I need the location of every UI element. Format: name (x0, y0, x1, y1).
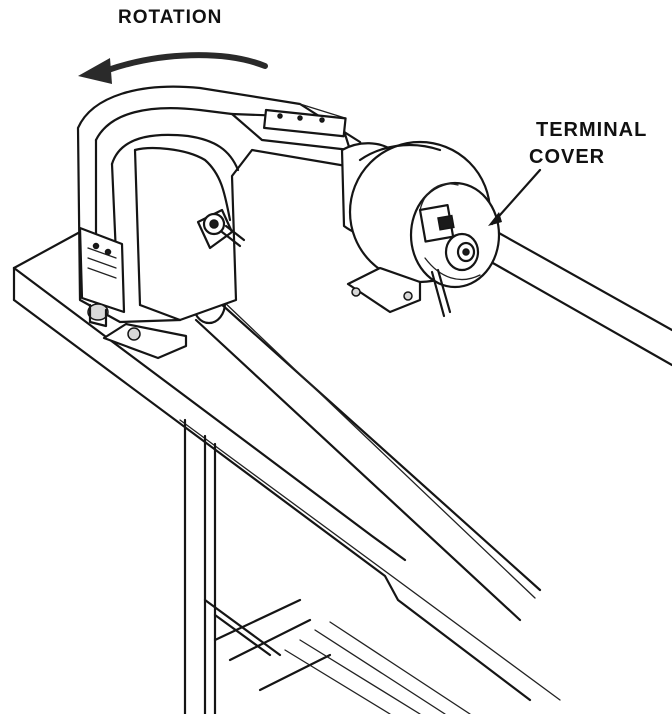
belt-guard-housing (76, 85, 372, 324)
control-panel (78, 226, 126, 328)
spindle-knob (196, 208, 246, 250)
motor-mount (346, 266, 422, 314)
table-stand (183, 418, 471, 714)
table-top (12, 226, 672, 702)
terminal-cover-label-line2: COVER (529, 146, 606, 168)
terminal-cover-label-line1: TERMINAL (536, 119, 648, 141)
roller-shaft (191, 281, 542, 622)
rotation-label: ROTATION (118, 7, 223, 28)
rotation-arrow (78, 52, 268, 84)
terminal-cover-leader-arrow (488, 212, 502, 226)
terminal-cover-leader (490, 168, 542, 226)
housing-base (102, 322, 188, 360)
electric-motor (340, 140, 501, 318)
